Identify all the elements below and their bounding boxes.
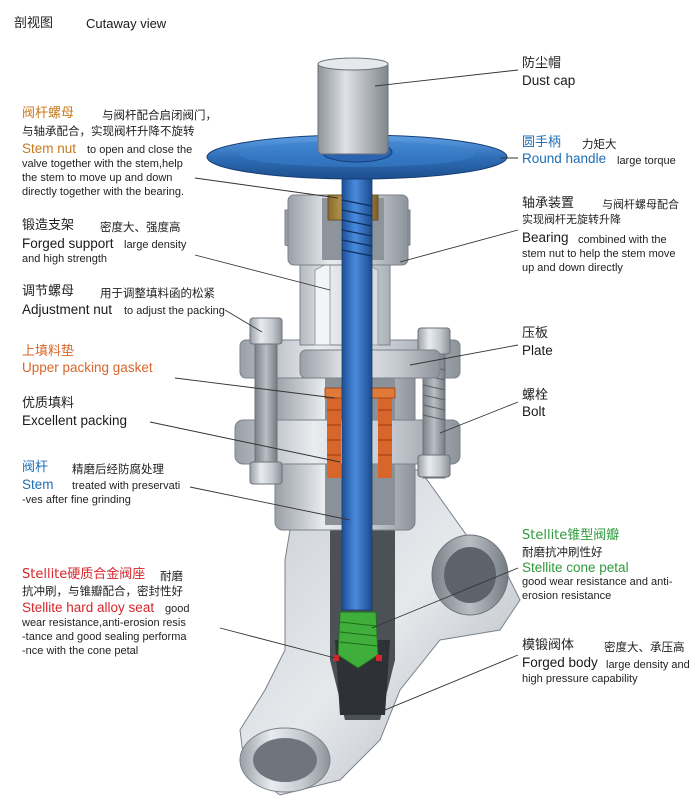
forged-support-desc-en: large density (124, 239, 187, 251)
cone-petal-prefix: Stellite (522, 528, 568, 543)
stem-nut-desc-zh-2: 与轴承配合，实现阀杆升降不旋转 (22, 124, 195, 138)
forged-body-desc-zh: 密度大、承压高 (604, 640, 685, 654)
stem-desc-en-2: -ves after fine grinding (22, 494, 131, 506)
stem-nut-label-zh: 阀杆螺母 (22, 106, 75, 121)
forged-body-label-en: Forged body (522, 655, 598, 670)
stem-nut-desc-en-3: the stem to move up and down (22, 172, 173, 184)
title-en: Cutaway view (86, 16, 167, 31)
stem-nut-label-en: Stem nut (22, 141, 77, 156)
upper-packing-gasket-label-zh: 上填料垫 (22, 344, 75, 359)
round-handle-label-en: Round handle (522, 151, 607, 166)
forged-support-label-en: Forged support (22, 236, 114, 251)
dust-cap-label-zh: 防尘帽 (522, 56, 562, 71)
bearing-desc-en-2: stem nut to help the stem move (522, 248, 676, 260)
cone-petal-desc-en-2: erosion resistance (522, 590, 612, 602)
stem-nut-desc-en-4: directly together with the bearing. (22, 186, 185, 198)
adjustment-nut-desc-zh: 用于调整填料函的松紧 (100, 286, 215, 300)
plate-label-en: Plate (522, 343, 553, 358)
cone-petal-label-en: Stellite cone petal (522, 560, 629, 575)
forged-body-desc-en-2: high pressure capability (522, 673, 638, 685)
stem-label-zh: 阀杆 (22, 460, 49, 475)
alloy-seat-desc-en-3: -tance and good sealing performa (22, 631, 187, 643)
plate-label-zh: 压板 (522, 326, 549, 341)
forged-body-label-zh: 模锻阀体 (522, 638, 575, 653)
bearing-desc-en-3: up and down directly (522, 262, 623, 274)
stem-desc-zh: 精磨后经防腐处理 (72, 462, 164, 476)
alloy-seat-desc-en-2: wear resistance,anti-erosion resis (22, 617, 186, 629)
bearing-label-en: Bearing (522, 230, 569, 245)
adjustment-nut-desc-en: to adjust the packing (124, 305, 225, 317)
stem-desc-en: treated with preservati (72, 480, 181, 492)
forged-support-label-zh: 锻造支架 (22, 218, 75, 233)
excellent-packing-label-en: Excellent packing (22, 413, 128, 428)
stem-nut-desc-en: to open and close the (87, 144, 193, 156)
forged-support-desc-zh: 密度大、强度高 (100, 220, 181, 234)
upper-packing-gasket-label-en: Upper packing gasket (22, 360, 153, 375)
forged-support-desc-en-2: and high strength (22, 253, 108, 265)
bearing-desc-zh: 与阀杆螺母配合 (602, 198, 679, 211)
alloy-seat-name-zh: 硬质合金阀座 (67, 567, 146, 582)
round-handle-label-zh: 圆手柄 (522, 135, 562, 150)
excellent-packing-label-zh: 优质填料 (22, 396, 75, 411)
alloy-seat-desc-en: good (165, 603, 190, 615)
stem-label-en: Stem (22, 477, 54, 492)
dust-cap-label-en: Dust cap (522, 73, 576, 88)
adjustment-nut-label-zh: 调节螺母 (22, 284, 75, 299)
alloy-seat-desc-zh: 耐磨 (160, 569, 183, 583)
title-zh: 剖视图 (14, 16, 54, 31)
cone-petal-desc-zh: 耐磨抗冲刷性好 (522, 545, 603, 559)
forged-body-desc-en: large density and (606, 659, 690, 671)
alloy-seat-label-en: Stellite hard alloy seat (22, 600, 155, 615)
alloy-seat-desc-en-4: -nce with the cone petal (22, 645, 139, 657)
bolt-label-zh: 螺栓 (522, 388, 549, 403)
alloy-seat-label-zh: Stellite硬质合金阀座 (22, 567, 145, 583)
cone-petal-label-zh: Stellite锥型阀瓣 (522, 528, 619, 544)
bearing-label-zh: 轴承装置 (522, 196, 575, 211)
stem-nut-desc-en-2: valve together with the stem,help (22, 158, 183, 170)
bolt-label-en: Bolt (522, 404, 546, 419)
round-handle-desc-zh: 力矩大 (582, 137, 617, 151)
cone-petal-desc-en: good wear resistance and anti- (522, 576, 673, 588)
bearing-desc-en: combined with the (578, 234, 667, 246)
stem-nut-desc-zh: 与阀杆配合启闭阀门， (102, 108, 217, 122)
adjustment-nut-label-en: Adjustment nut (22, 302, 113, 317)
alloy-seat-desc-zh-2: 抗冲刷，与锥瓣配合，密封性好 (22, 584, 183, 598)
cone-petal-name-zh: 锥型阀瓣 (567, 528, 620, 543)
alloy-seat-prefix: Stellite (22, 567, 68, 582)
round-handle-desc-en: large torque (617, 155, 676, 167)
bearing-desc-zh-2: 实现阀杆无旋转升降 (522, 213, 621, 226)
